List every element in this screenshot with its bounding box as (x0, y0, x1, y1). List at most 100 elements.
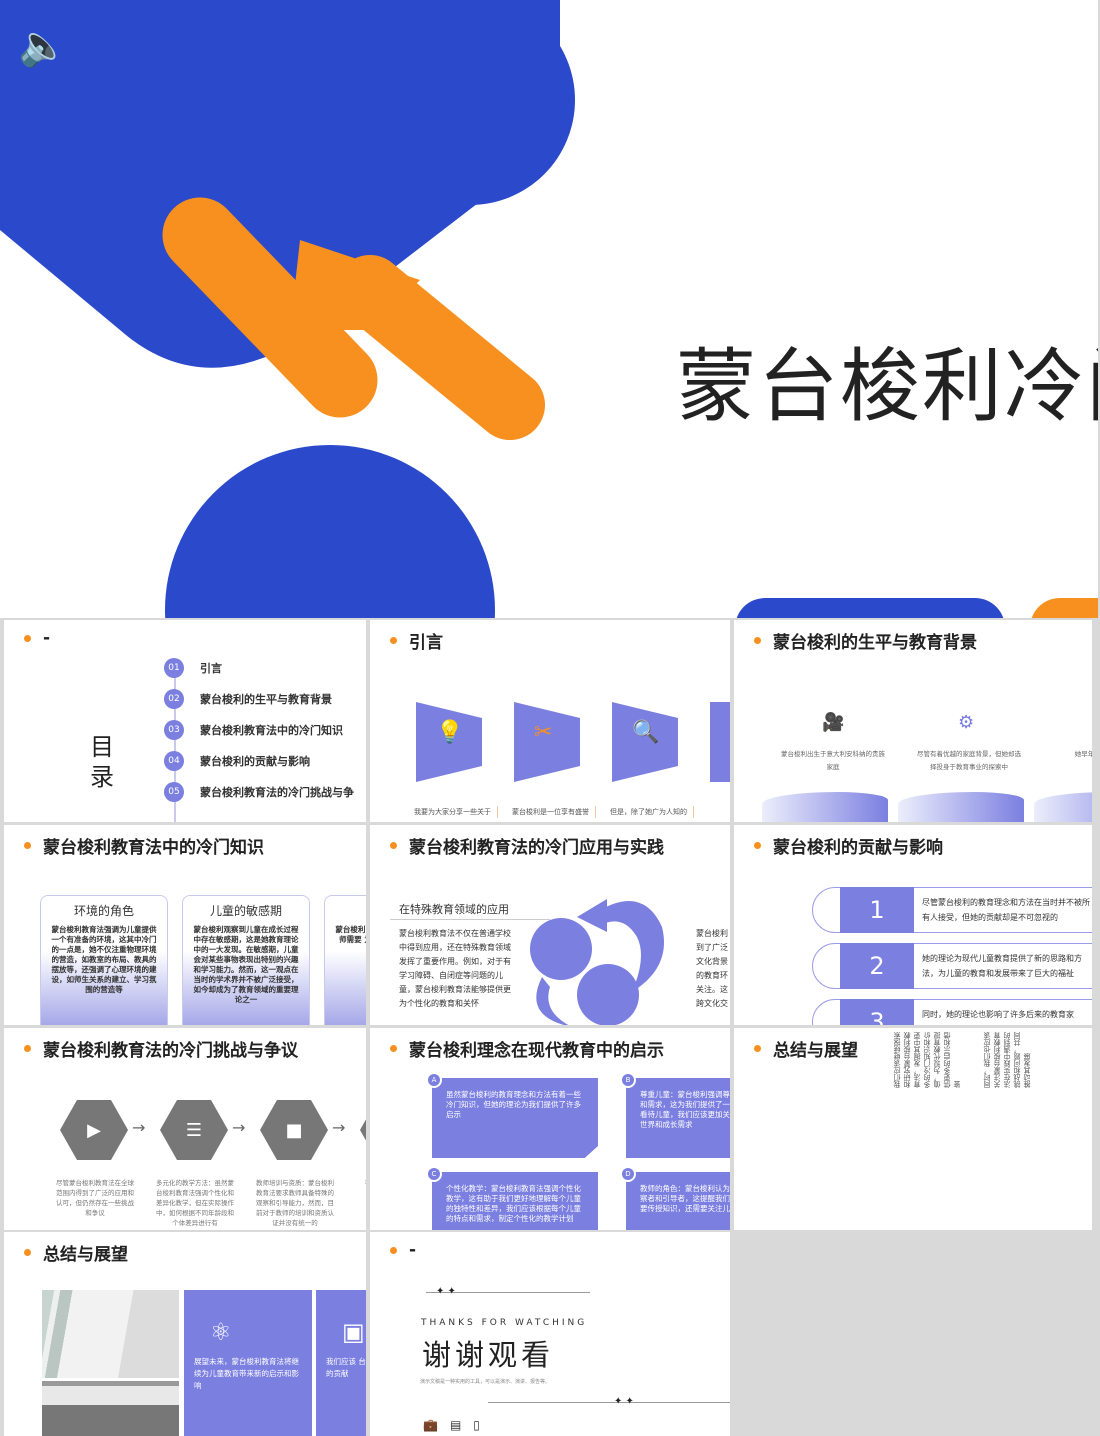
camera-icon: 🎥 (822, 712, 845, 733)
video-library-icon: ▶ (87, 1119, 101, 1141)
toc-number: 01 (164, 658, 184, 678)
card-text: 展望未来，蒙台梭利教育法将继续为儿童教育带来新的启示和影响 (194, 1357, 299, 1390)
summary-card: ⚛ 展望未来，蒙台梭利教育法将继续为儿童教育带来新的启示和影响 (184, 1290, 312, 1436)
toc-label: 引言 (200, 662, 222, 675)
cover-decoration (0, 0, 1098, 618)
bullet-dot (24, 634, 31, 642)
step-text: 社会 利教 一 代 如何 (356, 1178, 366, 1230)
practice-text: 蒙台梭利教育法不仅在普通学校中得到应用，还在特殊教育领域发挥了重要作用。例如，对… (399, 929, 511, 1008)
toc-label: 蒙台梭利的贡献与影响 (200, 755, 310, 768)
bio-text: 她早年的教 独特的教 (1074, 750, 1092, 758)
challenges-slide[interactable]: 蒙台梭利教育法的冷门挑战与争议 ▶→尽管蒙台梭利教育法在全球范围内得到了广泛的应… (4, 1028, 366, 1230)
knowledge-card: 儿童的敏感期蒙台梭利观察到儿童在成长过程中存在敏感期，这是她教育理论中的一大发现… (182, 895, 310, 1025)
bookmark-icon[interactable]: ▯ (473, 1418, 480, 1432)
slide-title: 引言 (409, 633, 443, 653)
toc-item[interactable]: 05 蒙台梭利教育法的冷门挑战与争 (164, 782, 354, 802)
cycle-diagram (530, 899, 664, 1025)
bullet-dot (754, 1045, 761, 1052)
knowledge-slide[interactable]: 蒙台梭利教育法中的冷门知识 环境的角色蒙台梭利教育法强调为儿童提供一个有准备的环… (4, 825, 366, 1025)
bullet-dot (754, 637, 761, 644)
toc-label: 蒙台梭利教育法中的冷门知识 (200, 724, 343, 737)
lightbulb-icon: 💡 (436, 720, 464, 745)
step-text: 尽管蒙台梭利教育法在全球范围内得到了广泛的应用和认可，但仍然存在一些挑战和争议 (56, 1179, 134, 1217)
search-icon: 🔍 (632, 720, 660, 745)
toc-heading: 目录 (90, 733, 114, 791)
whiteboard-icon: ▣ (342, 1318, 365, 1346)
list-message-icon: ☰ (185, 1119, 203, 1141)
toc-label: 蒙台梭利的生平与教育背景 (200, 693, 332, 706)
inspiration-slide[interactable]: 蒙台梭利理念在现代教育中的启示 虽然蒙台梭利的教育理念和方法有着一些冷门知识，但… (370, 1028, 730, 1230)
card-heading: 儿童的敏感期 (209, 904, 282, 918)
divider-line (426, 1292, 590, 1293)
toc-label: 蒙台梭利教育法的冷门挑战与争 (200, 786, 354, 799)
toc-number: 05 (164, 782, 184, 802)
hexagon-step: ▶ (60, 1100, 128, 1160)
item-number: 1 (840, 887, 914, 933)
slide-title: 蒙台梭利理念在现代教育中的启示 (409, 1041, 664, 1061)
hexagon-step: ☰ (160, 1100, 228, 1160)
summary-slide-1[interactable]: 总结与展望 我们应该继续探索和研究蒙台梭利教育法，发掘其中更多的冷门知识和价值，… (734, 1028, 1092, 1230)
slide-title: 蒙台梭利教育法中的冷门知识 (43, 838, 264, 858)
document-icon[interactable]: ▤ (449, 1418, 462, 1432)
insp-card: 虽然蒙台梭利的教育理念和方法有着一些冷门知识，但她的理论为我们提供了许多启示 (432, 1078, 598, 1158)
arrow-icon: → (132, 1118, 146, 1137)
card-text: 蒙台梭利教育法强调为儿童提供一个有准备的环境，这其中冷门的一点是，她不仅注重物理… (51, 925, 157, 994)
toc-item[interactable]: 03 蒙台梭利教育法中的冷门知识 (164, 720, 343, 740)
blue-circle (165, 445, 495, 618)
bullet-dot (390, 1246, 397, 1254)
toc-number: 03 (164, 720, 184, 740)
card-text: 蒙台梭利观察到儿童在成长过程中存在敏感期，这是她教育理论中的一大发现。在敏感期，… (193, 925, 299, 1004)
toc-item[interactable]: 04 蒙台梭利的贡献与影响 (164, 751, 310, 771)
slide-title: - (43, 628, 51, 648)
thanks-caption: 演示文稿是一种实用的工具，可以是演示、演讲、报告等。 (420, 1379, 551, 1385)
video-message-icon: ■ (285, 1119, 303, 1141)
bullet-dot (390, 1045, 397, 1052)
card-text: 我们应该 台梭利教 为儿童的 大的贡献 (326, 1357, 366, 1378)
insp-card: 教师的角色：蒙台梭利认为教师应该是观察者和引导者，这提醒我们，教师不仅需要传授知… (626, 1172, 730, 1230)
card-heading: 环境的角色 (73, 904, 134, 918)
intro-slide[interactable]: 引言 💡我要为大家分享一些关于✂蒙台梭利是一位享有盛誉🔍但是，除了她广为人知的 (370, 620, 730, 822)
item-text: 她的理论为现代儿童教育提供了新的思路和方法，为儿童的教育和发展带来了巨大的福祉 (922, 954, 1082, 978)
intro-text: 我要为大家分享一些关于 (414, 806, 498, 818)
speaker-icon[interactable]: 🔈 (18, 23, 68, 69)
thanks-english: THANKS FOR WATCHING (421, 1318, 588, 1328)
diamond-icon: ✦ ✦ (436, 1286, 456, 1297)
thanks-slide[interactable]: - ✦ ✦ THANKS FOR WATCHING 谢谢观看 演示文稿是一种实用… (370, 1232, 730, 1436)
step-text: 教师培训与资质：蒙台梭利教育法要求教师具备特殊的观察和引导能力，然而，目前对于教… (256, 1179, 334, 1227)
hexagon-step (360, 1100, 366, 1160)
wave-card (1034, 792, 1092, 822)
item-text: 尽管蒙台梭利的教育理念和方法在当时并不被所有人接受，但她的贡献却是不可忽视的 (922, 898, 1090, 922)
summary-slide-2[interactable]: 总结与展望 ⚛展望未来，蒙台梭利教育法将继续为儿童教育带来新的启示和影响▣我们应… (4, 1232, 366, 1436)
item-text: 同时，她的理论也影响了许多后来的教育家 (922, 1010, 1074, 1019)
atom-icon: ⚛ (210, 1318, 232, 1346)
insp-card: 个性化教学：蒙台梭利教育法强调个性化教学，这有助于我们更好地理解每个儿童的独特性… (432, 1172, 598, 1230)
practice-side-text: 蒙台梭利 到了广泛 文化背景 的教育环 关注。这 跨文化交 (696, 929, 728, 1008)
toc-number: 04 (164, 751, 184, 771)
summary-card: ▣ 我们应该 台梭利教 为儿童的 大的贡献 (316, 1290, 366, 1436)
gear-icon: ⚙ (958, 712, 975, 733)
architecture-image (42, 1290, 179, 1378)
bullet-dot (24, 1249, 31, 1256)
cover-title: 蒙台梭利冷门 (676, 340, 1098, 433)
knowledge-card: 教蒙台梭利 察者和引 传授者， 教师需要 为和兴趣 支持和引 时 (324, 895, 366, 1025)
hexagon-step: ■ (260, 1100, 328, 1160)
item-number: 2 (840, 943, 914, 989)
practice-subheading: 在特殊教育领域的应用 (399, 903, 509, 916)
wave-card (898, 792, 1024, 822)
toc-item[interactable]: 01 引言 (164, 658, 222, 678)
cover-slide[interactable]: 🔈 蒙台梭利冷门 (0, 0, 1098, 618)
thanks-chinese: 谢谢观看 (422, 1338, 555, 1372)
architecture-image (42, 1381, 179, 1436)
card-heading: 教 (335, 902, 366, 919)
slide-title: 总结与展望 (773, 1041, 858, 1061)
arrow-icon: → (332, 1118, 346, 1137)
divider-line (488, 1402, 730, 1403)
practice-slide[interactable]: 蒙台梭利教育法的冷门应用与实践 在特殊教育领域的应用 蒙台梭利教育法不仅在普通学… (370, 825, 730, 1025)
briefcase-icon[interactable]: 💼 (423, 1418, 438, 1432)
intro-text: 但是，除了她广为人知的 (610, 806, 694, 818)
bio-slide[interactable]: 蒙台梭利的生平与教育背景 🎥蒙台梭利出生于意大利安科纳的贵族家庭⚙尽管有着优越的… (734, 620, 1092, 822)
slide-title: - (409, 1240, 417, 1260)
